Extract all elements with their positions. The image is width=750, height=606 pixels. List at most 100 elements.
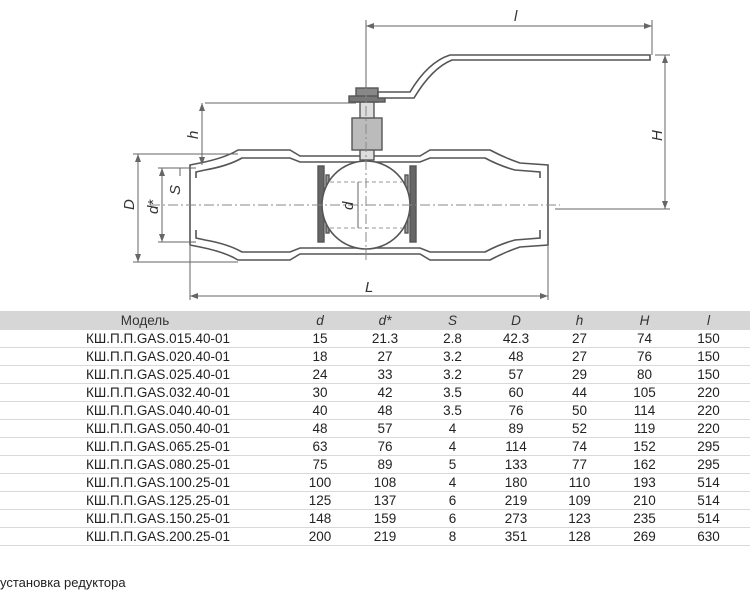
dim-label-L: L [365,279,373,296]
cell-value: 219 [350,527,420,546]
cell-value: 48 [290,419,350,438]
cell-value: 220 [677,401,740,420]
cell-value: 295 [677,437,740,456]
cell-value: 630 [677,527,740,546]
cell-value: 3.5 [420,383,485,402]
header-l: l [677,311,740,330]
dim-label-D: D [121,199,138,210]
cell-model: КШ.П.П.GAS.025.40-01 [0,365,290,384]
cell-value: 8 [420,527,485,546]
dimension-arrows [135,23,668,299]
dimension-lines [133,20,670,300]
cell-value: 105 [612,383,677,402]
cell-value: 220 [677,419,740,438]
cell-value: 30 [290,383,350,402]
cell-value: 48 [485,347,547,366]
cell-value: 40 [290,401,350,420]
cell-model: КШ.П.П.GAS.080.25-01 [0,455,290,474]
cell-value: 3.5 [420,401,485,420]
cell-model: КШ.П.П.GAS.200.25-01 [0,527,290,546]
cell-value: 27 [547,330,612,348]
cell-value: 235 [612,509,677,528]
cell-overflow [740,383,750,402]
cell-value: 75 [290,455,350,474]
cell-value: 4 [420,437,485,456]
cell-value: 52 [547,419,612,438]
cell-value: 109 [547,491,612,510]
cell-model: КШ.П.П.GAS.020.40-01 [0,347,290,366]
cell-overflow [740,527,750,546]
cell-value: 220 [677,383,740,402]
header-H: H [612,311,677,330]
header-d-star: d* [350,311,420,330]
cell-value: 148 [290,509,350,528]
table-header-row: Модель d d* S D h H l [0,311,750,330]
cell-value: 80 [612,365,677,384]
cell-value: 6 [420,509,485,528]
cell-value: 44 [547,383,612,402]
cell-value: 114 [485,437,547,456]
cell-value: 89 [350,455,420,474]
cell-model: КШ.П.П.GAS.040.40-01 [0,401,290,420]
cell-model: КШ.П.П.GAS.050.40-01 [0,419,290,438]
cell-value: 150 [677,330,740,348]
cell-overflow [740,491,750,510]
cell-value: 4 [420,473,485,492]
cell-value: 210 [612,491,677,510]
cell-value: 6 [420,491,485,510]
cell-value: 57 [350,419,420,438]
cell-model: КШ.П.П.GAS.125.25-01 [0,491,290,510]
cell-value: 21.3 [350,330,420,348]
cell-value: 219 [485,491,547,510]
cell-value: 3.2 [420,347,485,366]
dim-label-h: h [185,131,202,139]
cell-value: 193 [612,473,677,492]
header-d: d [290,311,350,330]
cell-value: 4 [420,419,485,438]
cell-overflow [740,401,750,420]
cell-value: 180 [485,473,547,492]
cell-overflow [740,347,750,366]
cell-overflow [740,365,750,384]
cell-value: 125 [290,491,350,510]
cell-value: 150 [677,347,740,366]
cell-value: 108 [350,473,420,492]
cell-value: 33 [350,365,420,384]
cell-value: 18 [290,347,350,366]
cell-overflow [740,473,750,492]
header-D: D [485,311,547,330]
cell-overflow [740,509,750,528]
cell-value: 269 [612,527,677,546]
cell-value: 27 [547,347,612,366]
dim-label-d-star: d* [145,199,162,214]
specification-table: Модель d d* S D h H l КШ.П.П.GAS.015.40-… [0,311,750,546]
cell-value: 295 [677,455,740,474]
cell-overflow [740,437,750,456]
cell-value: 514 [677,509,740,528]
cell-model: КШ.П.П.GAS.150.25-01 [0,509,290,528]
dim-label-H: H [649,130,666,141]
stem-assembly [348,87,386,161]
cell-value: 24 [290,365,350,384]
header-model: Модель [0,311,290,330]
cell-value: 162 [612,455,677,474]
cell-value: 63 [290,437,350,456]
cell-value: 137 [350,491,420,510]
cell-value: 42.3 [485,330,547,348]
footnote: установка редуктора [0,575,126,590]
cell-value: 514 [677,491,740,510]
cell-value: 15 [290,330,350,348]
cell-value: 76 [612,347,677,366]
cell-value: 110 [547,473,612,492]
cell-value: 5 [420,455,485,474]
cell-model: КШ.П.П.GAS.015.40-01 [0,330,290,348]
cell-value: 76 [350,437,420,456]
cell-value: 200 [290,527,350,546]
cell-overflow [740,455,750,474]
